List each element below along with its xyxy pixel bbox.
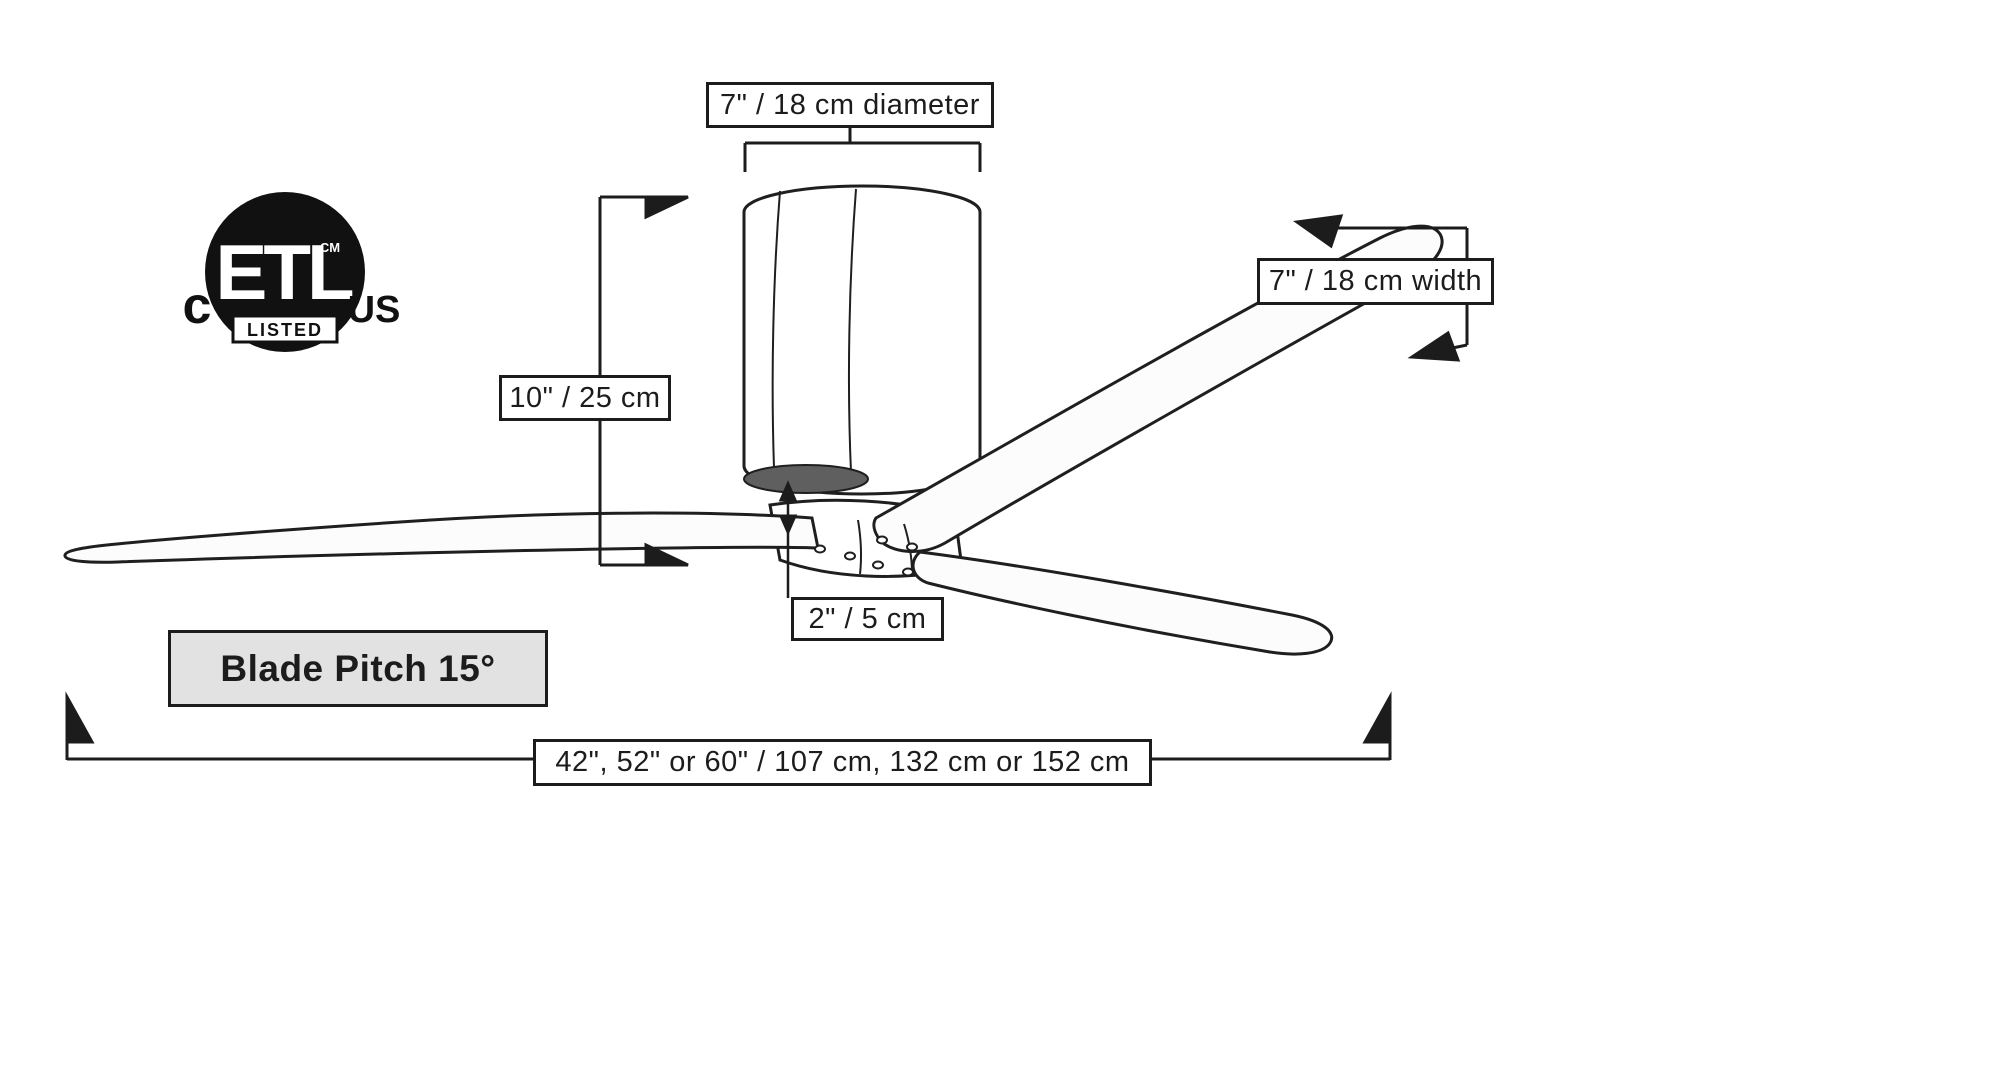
diameter-label: 7" / 18 cm diameter — [706, 82, 994, 128]
span-arrow-right — [1362, 691, 1392, 744]
span-arrow-left — [65, 691, 95, 744]
gap-arrow-up — [778, 480, 798, 502]
height-label: 10" / 25 cm — [499, 375, 671, 421]
etl-listed-text: LISTED — [247, 320, 323, 340]
etl-logo-us: US — [348, 289, 401, 331]
hub-gap-label: 2" / 5 cm — [791, 597, 944, 641]
blade-width-arrow-bottom — [1407, 330, 1461, 362]
etl-logo-c: c — [183, 277, 212, 335]
blade-width-label: 7" / 18 cm width — [1257, 258, 1494, 305]
canopy-stripe-right-line — [847, 188, 857, 473]
etl-listed-logo: ETL CM LISTED c US — [183, 192, 401, 352]
etl-logo-cm: CM — [320, 240, 340, 255]
etl-listed-banner — [231, 314, 339, 344]
fan-blade-left — [63, 511, 820, 564]
span-label: 42", 52" or 60" / 107 cm, 132 cm or 152 … — [533, 739, 1152, 786]
height-arrow-top — [644, 195, 689, 220]
etl-logo-letters: ETL — [215, 228, 353, 316]
etl-logo-disc — [205, 192, 365, 352]
height-arrow-bottom — [644, 542, 689, 567]
canopy-underside-shade — [743, 464, 869, 494]
hub-seam-line-1 — [857, 519, 863, 575]
hub-screws — [814, 535, 918, 577]
diameter-bracket — [743, 126, 982, 172]
blade-width-arrow-top — [1293, 214, 1344, 249]
canopy-stripe-left-line — [771, 190, 781, 469]
gap-arrow-down — [778, 514, 798, 536]
fan-canopy — [742, 184, 982, 496]
blade-pitch-label: Blade Pitch 15° — [168, 630, 548, 707]
fan-blade-lower-right — [911, 550, 1334, 656]
